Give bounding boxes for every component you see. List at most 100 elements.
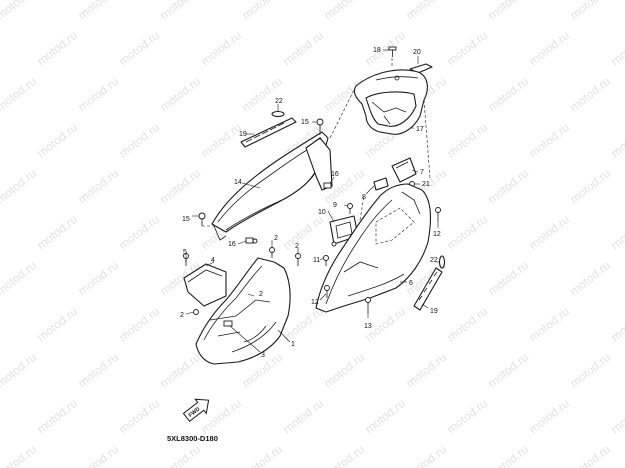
watermark-text: motod.ru	[157, 74, 203, 114]
watermark-text: motod.ru	[321, 442, 367, 468]
watermark-text: motod.ru	[567, 350, 613, 390]
watermark-text: motod.ru	[239, 442, 285, 468]
watermark-text: motod.ru	[362, 28, 408, 68]
watermark-text: motod.ru	[608, 28, 625, 68]
part-13-screw	[365, 297, 371, 314]
callout-10: 10	[318, 209, 326, 216]
watermark-text: motod.ru	[75, 166, 121, 206]
watermark-text: motod.ru	[526, 304, 572, 344]
watermark-text: motod.ru	[75, 442, 121, 468]
callout-2-c: 2	[180, 312, 184, 319]
watermark-text: motod.ru	[567, 258, 613, 298]
watermark-text: motod.ru	[116, 28, 162, 68]
watermark-text: motod.ru	[608, 212, 625, 252]
watermark-text: motod.ru	[0, 166, 39, 206]
part-12-screw-right	[435, 207, 441, 222]
callout-12-right: 12	[433, 231, 441, 238]
watermark-text: motod.ru	[608, 120, 625, 160]
watermark-text: motod.ru	[526, 396, 572, 436]
part-12-screw-left	[324, 285, 330, 298]
callout-6: 6	[409, 280, 413, 287]
callout-13: 13	[364, 323, 372, 330]
watermark-text: motod.ru	[0, 258, 39, 298]
part-code: 5XL8300-D180	[167, 434, 218, 443]
watermark-text: motod.ru	[567, 442, 613, 468]
part-22-grommet-right	[438, 255, 446, 269]
callout-7: 7	[420, 169, 424, 176]
watermark-text: motod.ru	[0, 442, 39, 468]
watermark-text: motod.ru	[444, 28, 490, 68]
callout-22-left: 22	[275, 98, 283, 105]
callout-17: 17	[416, 126, 424, 133]
watermark-text: motod.ru	[567, 74, 613, 114]
part-18-screw	[388, 46, 397, 57]
callout-15-upper: 15	[301, 119, 309, 126]
watermark-text: motod.ru	[485, 258, 531, 298]
part-22-grommet-left	[271, 110, 285, 118]
part-1-footboard	[195, 257, 291, 365]
watermark-text: motod.ru	[157, 350, 203, 390]
part-3-clip	[223, 320, 233, 327]
watermark-text: motod.ru	[526, 28, 572, 68]
watermark-text: motod.ru	[116, 396, 162, 436]
watermark-text: motod.ru	[485, 166, 531, 206]
watermark-text: motod.ru	[526, 212, 572, 252]
watermark-text: motod.ru	[75, 74, 121, 114]
watermark-text: motod.ru	[198, 120, 244, 160]
part-4-inner-panel	[183, 263, 227, 307]
watermark-text: motod.ru	[0, 350, 39, 390]
watermark-text: motod.ru	[403, 0, 449, 22]
callout-21: 21	[422, 181, 430, 188]
callout-2-b: 2	[295, 243, 299, 250]
watermark-text: motod.ru	[280, 396, 326, 436]
watermark-text: motod.ru	[75, 0, 121, 22]
watermark-text: motod.ru	[239, 0, 285, 22]
watermark-text: motod.ru	[403, 442, 449, 468]
watermark-text: motod.ru	[444, 212, 490, 252]
callout-19-left: 19	[239, 131, 247, 138]
callout-16-upper: 16	[331, 171, 339, 178]
part-16-nut-upper	[323, 182, 332, 189]
watermark-text: motod.ru	[157, 166, 203, 206]
watermark-text: motod.ru	[485, 0, 531, 22]
callout-12-left: 12	[311, 299, 319, 306]
watermark-text: motod.ru	[567, 0, 613, 22]
part-15-screw-lower	[198, 212, 206, 226]
callout-14: 14	[234, 179, 242, 186]
watermark-text: motod.ru	[157, 442, 203, 468]
callout-1: 1	[291, 341, 295, 348]
watermark-text: motod.ru	[116, 304, 162, 344]
callout-19-right: 19	[430, 308, 438, 315]
part-6-side-cover	[315, 183, 432, 313]
leader-lines	[185, 49, 440, 353]
watermark-text: motod.ru	[567, 166, 613, 206]
watermark-text: motod.ru	[526, 120, 572, 160]
watermark-text: motod.ru	[403, 350, 449, 390]
part-16-nut-lower	[245, 237, 258, 244]
callout-5: 5	[183, 249, 187, 256]
part-7-lens	[391, 157, 417, 183]
watermark-text: motod.ru	[485, 74, 531, 114]
watermark-text: motod.ru	[608, 304, 625, 344]
watermark-text: motod.ru	[116, 212, 162, 252]
part-11-screw	[323, 255, 329, 266]
watermark-text: motod.ru	[34, 396, 80, 436]
watermark-text: motod.ru	[280, 212, 326, 252]
watermark-text: motod.ru	[157, 0, 203, 22]
watermark-text: motod.ru	[34, 304, 80, 344]
watermark-text: motod.ru	[485, 442, 531, 468]
callout-18: 18	[373, 47, 381, 54]
watermark-text: motod.ru	[321, 0, 367, 22]
callout-labels: 18 20 17 22 19 15 14 16 15 16 2 2 5 4 2 …	[180, 47, 441, 359]
watermark-text: motod.ru	[362, 396, 408, 436]
part-17-rear-upper-cover	[353, 69, 428, 135]
watermark-text: motod.ru	[0, 0, 39, 22]
watermark-text: motod.ru	[321, 350, 367, 390]
callout-3: 3	[261, 352, 265, 359]
part-8-holder	[373, 177, 389, 191]
part-19-strip-left	[240, 117, 297, 148]
callout-4: 4	[211, 257, 215, 264]
watermark-text: motod.ru	[34, 120, 80, 160]
